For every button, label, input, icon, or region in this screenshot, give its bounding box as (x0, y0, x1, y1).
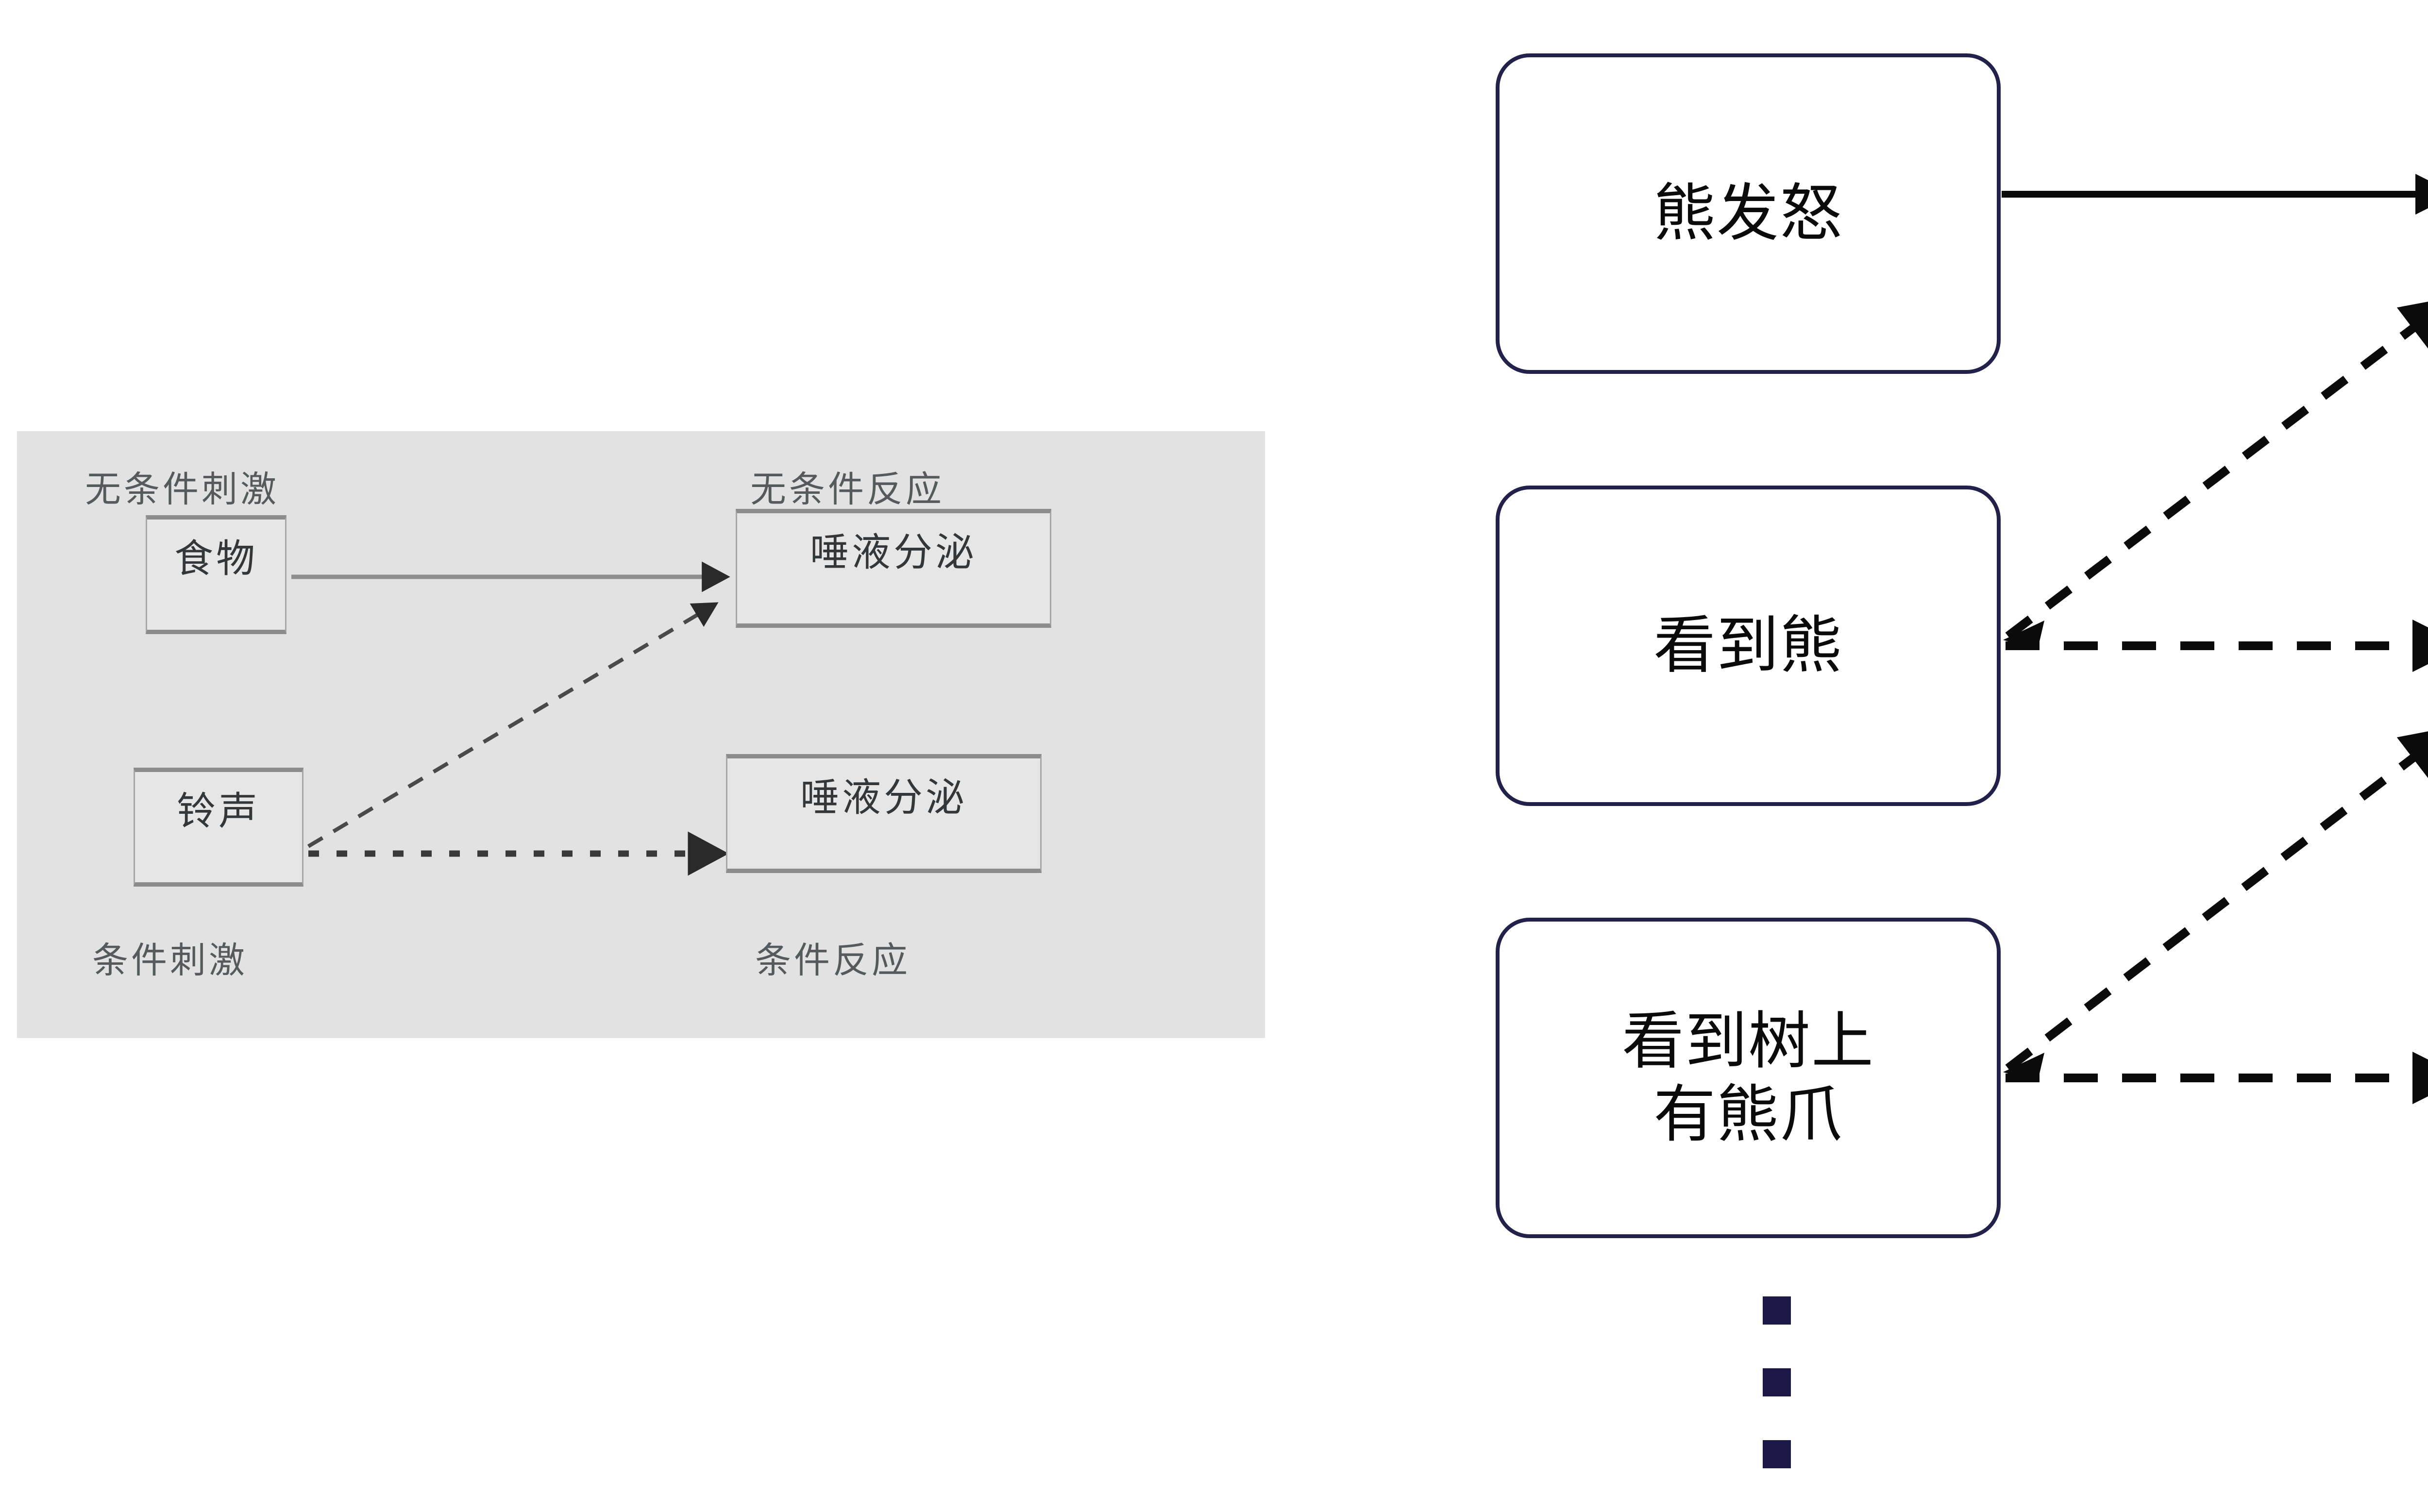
dot-square (1763, 1368, 1791, 1396)
label-unconditioned-stimulus: 无条件刺激 (85, 469, 279, 510)
node-claw-line2: 有熊爪 (1653, 1078, 1843, 1151)
cc-box-food-label: 食物 (174, 536, 258, 581)
cc-box-salivation-top-label: 唾液分泌 (810, 530, 977, 575)
dot-square (1763, 1296, 1791, 1325)
node-see-bear-label: 看到熊 (1653, 609, 1843, 682)
rl-arrow-layer (2002, 174, 2428, 1104)
label-conditioned-response: 条件反应 (755, 940, 910, 981)
node-claw-line1: 看到树上 (1621, 1005, 1874, 1077)
node-bear-angry-label: 熊发怒 (1653, 177, 1843, 250)
node-see-bear[interactable]: 看到熊 (1496, 486, 2001, 806)
edge-see-bear-to-reward (2005, 296, 2428, 640)
cc-box-salivation-top: 唾液分泌 (736, 509, 1051, 628)
node-claw-on-tree[interactable]: 看到树上 有熊爪 (1496, 918, 2001, 1238)
dot-square (1763, 1440, 1791, 1468)
edge-claw-to-vsp (2005, 726, 2428, 1072)
arrow-bell-to-salivation-top (307, 602, 719, 848)
continuation-dots-left (1763, 1296, 1794, 1512)
conditioning-arrow-layer (291, 561, 730, 876)
cc-box-bell-label: 铃声 (177, 789, 260, 834)
node-bear-angry[interactable]: 熊发怒 (1496, 53, 2001, 374)
label-conditioned-stimulus: 条件刺激 (92, 940, 248, 981)
cc-box-salivation-bottom: 唾液分泌 (726, 754, 1042, 873)
cc-box-food: 食物 (146, 515, 287, 634)
rl-td-diagram: 熊发怒 看到熊 看到树上 有熊爪 奖励 V(s′) V(s) (1457, 0, 2428, 1477)
cc-box-salivation-bottom-label: 唾液分泌 (800, 775, 967, 820)
label-unconditioned-response: 无条件反应 (750, 469, 944, 510)
cc-box-bell: 铃声 (134, 768, 304, 887)
node-claw-on-tree-label: 看到树上 有熊爪 (1622, 1005, 1874, 1151)
classical-conditioning-panel: 无条件刺激 无条件反应 条件刺激 条件反应 食物 铃声 唾液分泌 唾液分泌 (17, 431, 1265, 1038)
